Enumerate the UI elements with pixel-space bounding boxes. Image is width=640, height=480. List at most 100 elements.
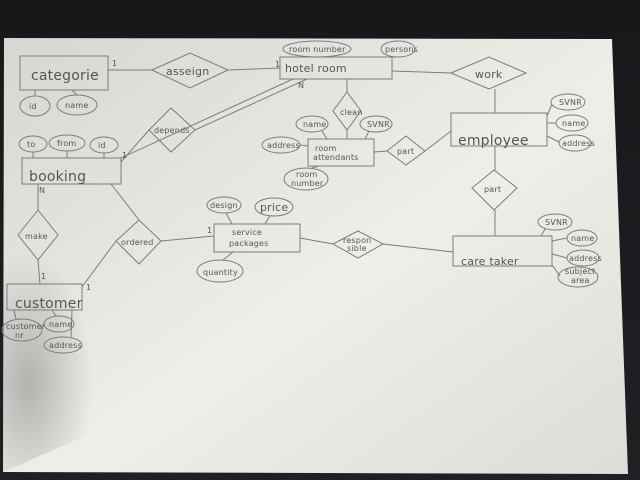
line-booking-hotel [120,78,294,159]
attribute-subject-area [557,266,599,288]
line-booking-depends [120,129,150,163]
attribute-quantity [196,259,244,283]
label-cardinality-customer-ordered: 1 [86,283,91,292]
label-attribute-room-number-attendant-line2: number [291,179,324,188]
label-entity-employee: employee [458,133,529,149]
entity-caretaker [452,235,553,267]
label-entity-room-attendants-line2: attendants [313,153,359,162]
label-attribute-address-customer: address [49,341,82,350]
line-make-customer [37,259,41,285]
label-attribute-room-number-attendant-line1: room [296,170,318,179]
label-cardinality-hotel-assign: 1 [275,60,280,69]
line-service-design [225,212,233,225]
line-customer-customernr [13,309,17,320]
label-entity-hotel-room: hotel room [285,62,347,75]
label-attribute-design: design [210,201,238,210]
label-cardinality-booking-bottom: N [39,186,45,195]
label-cardinality-customer-make: 1 [41,272,46,281]
relationship-work [449,56,528,90]
label-relationship-responsible-line1: respon [343,236,371,245]
attribute-persons [380,40,416,58]
line-attendants-part [373,150,388,153]
label-attribute-price: price [260,201,288,214]
label-relationship-make: make [25,232,48,241]
label-attribute-persons: persons [385,45,418,54]
line-caretaker-address [551,253,568,259]
line-caretaker-name [551,237,568,242]
label-attribute-name-categorie: name [65,101,89,110]
attribute-ssnr-caretaker [537,213,573,231]
line-customer-address [70,309,73,338]
line-service-quantity [222,251,234,261]
label-relationship-work: work [475,68,503,81]
label-attribute-to: to [27,140,35,149]
line-booking-ordered [110,183,140,221]
line-service-price [264,215,271,225]
relationship-make [17,209,59,261]
label-entity-booking: booking [29,169,86,185]
label-attribute-quantity: quantity [203,268,238,277]
label-attribute-from: from [57,139,76,148]
attribute-price [254,197,294,217]
attribute-design [206,196,242,214]
attribute-address-employee [558,134,592,152]
attribute-room-number [282,40,352,58]
attribute-customer-nr [1,318,43,342]
label-entity-room-attendants-line1: room [315,144,337,153]
line-employee-address [546,135,560,143]
label-cardinality-booking-to-hotel: 1 [122,151,127,160]
label-attribute-name-customer: name [49,320,73,329]
attribute-ssnr-employee [550,93,586,111]
label-attribute-customer-nr-line1: customer [6,322,46,331]
line-address-attendant [299,144,309,147]
entity-booking [21,157,122,185]
label-attribute-address-employee: address [562,139,595,148]
paper-sheet [3,38,628,474]
label-attribute-ssnr-attendant: SVNR [367,120,390,129]
label-relationship-responsible-line2: sible [347,244,367,253]
label-cardinality-categorie-assign: 1 [112,59,117,68]
line-responsible-caretaker [382,243,454,253]
label-attribute-subject-area-line1: subject [565,267,595,276]
line-employee-ssnr [546,103,553,117]
attribute-address-customer [43,336,83,354]
line-ordered-service [160,235,215,242]
attribute-name-customer [43,315,75,333]
entity-customer [6,283,83,311]
label-attribute-address-attendant: address [267,141,300,150]
label-relationship-clean: clean [340,108,363,117]
label-entity-service-line2: packages [229,239,269,248]
label-attribute-name-caretaker: name [571,234,595,243]
attribute-ssnr-attendant [359,115,393,133]
entity-employee [450,112,548,147]
line-caretaker-subject [551,264,561,277]
line-ssnr-attendant [364,130,370,140]
line-part-employee-left [424,130,452,152]
entity-categorie [19,55,109,91]
attribute-room-number-attendant [283,167,329,191]
line-categorie-name [71,89,78,96]
relationship-clean [332,91,362,131]
label-relationship-part-attendant: part [397,147,414,156]
label-entity-service-line1: service [232,228,262,237]
line-hotel-work [391,70,452,74]
entity-room-attendants [307,138,375,167]
line-name-attendant [321,130,328,140]
label-cardinality-service-ordered: 1 [207,226,212,235]
label-attribute-ssnr-caretaker: SVNR [545,218,568,227]
label-entity-customer: customer [15,296,83,312]
label-relationship-depends: depends [154,126,190,135]
label-attribute-id-categorie: id [29,102,37,111]
label-attribute-id-booking: id [98,141,106,150]
label-attribute-name-employee: name [562,119,586,128]
label-relationship-assign: asseign [166,65,209,78]
label-relationship-ordered: ordered [121,238,154,247]
label-attribute-customer-nr-line2: nr [15,331,24,340]
line-depends-hotel [194,78,308,131]
label-entity-caretaker: care taker [461,255,519,268]
label-relationship-part-employee: part [484,185,501,194]
attribute-name-attendant [295,115,329,133]
line-caretaker-ssnr [540,228,546,237]
